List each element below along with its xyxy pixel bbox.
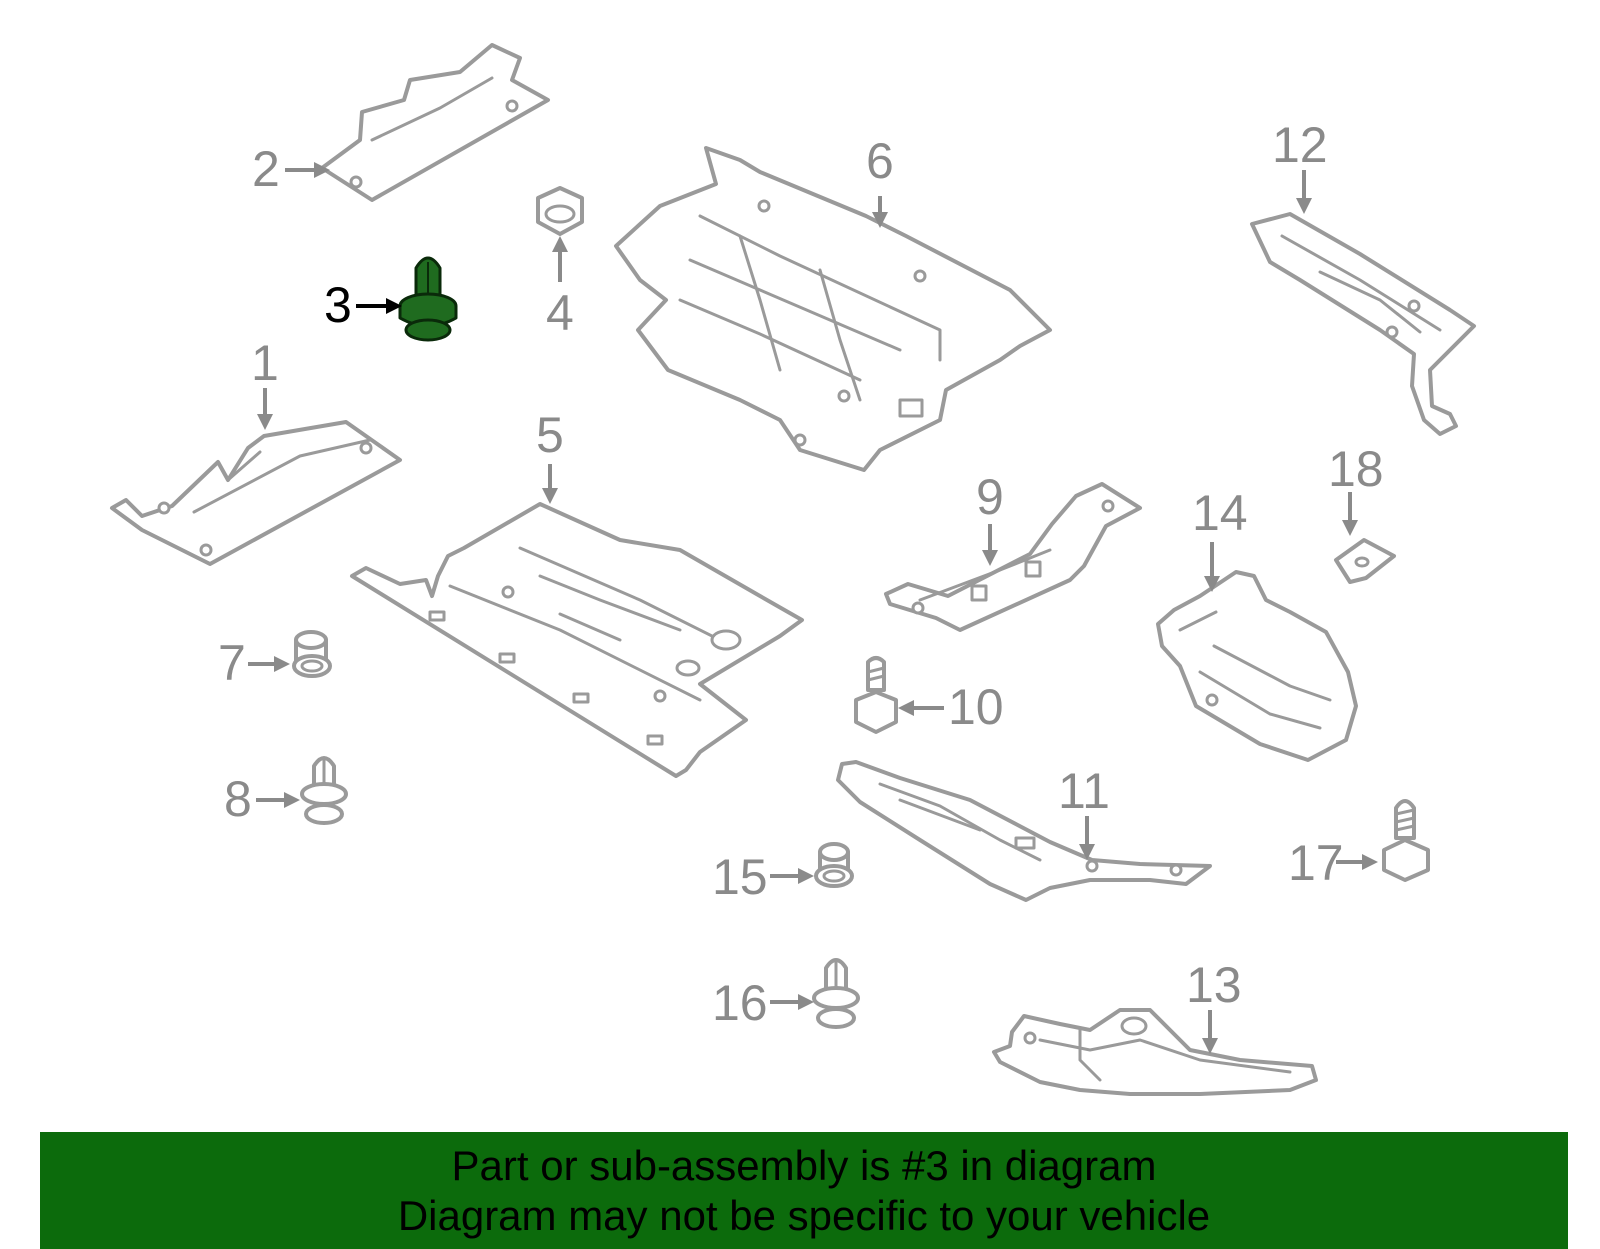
svg-text:8: 8 [224, 771, 252, 827]
callout-4: 4 [546, 236, 574, 341]
callout-13: 13 [1186, 957, 1242, 1054]
callout-12: 12 [1272, 117, 1328, 214]
callout-11: 11 [1058, 763, 1110, 860]
part-3-push-clip[interactable] [398, 256, 458, 342]
part-2-shield[interactable] [320, 43, 550, 202]
callout-6: 6 [866, 133, 894, 228]
svg-text:6: 6 [866, 133, 894, 189]
callout-16: 16 [712, 975, 814, 1031]
svg-text:16: 16 [712, 975, 768, 1031]
part-10-bolt[interactable] [854, 656, 898, 734]
callout-5: 5 [536, 407, 564, 504]
svg-text:14: 14 [1192, 485, 1248, 541]
part-14-shield[interactable] [1156, 570, 1358, 762]
callout-9: 9 [976, 469, 1004, 566]
callout-17: 17 [1288, 835, 1378, 891]
svg-text:9: 9 [976, 469, 1004, 525]
part-16-push-clip[interactable] [812, 958, 860, 1029]
svg-text:1: 1 [251, 335, 279, 391]
callout-2: 2 [252, 141, 330, 197]
part-6-rear-shield[interactable] [614, 146, 1052, 472]
part-5-center-shield[interactable] [350, 502, 804, 778]
banner-line-1: Part or sub-assembly is #3 in diagram [451, 1141, 1157, 1189]
callout-3: 3 [324, 277, 402, 333]
part-1-shield[interactable] [110, 420, 402, 566]
part-11-lower-rail[interactable] [836, 760, 1212, 902]
callout-14: 14 [1192, 485, 1248, 592]
svg-text:15: 15 [712, 849, 768, 905]
svg-text:13: 13 [1186, 957, 1242, 1013]
svg-text:18: 18 [1328, 441, 1384, 497]
callout-15: 15 [712, 849, 814, 905]
callout-8: 8 [224, 771, 300, 827]
part-4-nut[interactable] [536, 186, 584, 236]
part-8-push-clip[interactable] [300, 756, 348, 825]
svg-text:7: 7 [218, 635, 246, 691]
svg-text:2: 2 [252, 141, 280, 197]
svg-text:10: 10 [948, 679, 1004, 735]
part-17-screw[interactable] [1382, 799, 1430, 882]
svg-text:11: 11 [1058, 763, 1110, 819]
svg-text:5: 5 [536, 407, 564, 463]
svg-text:17: 17 [1288, 835, 1344, 891]
banner-line-2: Diagram may not be specific to your vehi… [397, 1191, 1211, 1239]
part-12-side-rail[interactable] [1250, 212, 1476, 436]
svg-text:4: 4 [546, 285, 574, 341]
callout-10: 10 [898, 679, 1004, 735]
part-15-cap-nut[interactable] [814, 842, 854, 888]
part-9-bracket[interactable] [884, 482, 1142, 632]
callout-18: 18 [1328, 441, 1384, 536]
callout-7: 7 [218, 635, 290, 691]
part-18-bracket[interactable] [1334, 538, 1396, 584]
part-13-crossmember[interactable] [992, 1008, 1318, 1096]
callout-1: 1 [251, 335, 279, 430]
svg-text:12: 12 [1272, 117, 1328, 173]
svg-text:3: 3 [324, 277, 352, 333]
info-banner: Part or sub-assembly is #3 in diagram Di… [40, 1132, 1568, 1249]
part-7-cap-nut[interactable] [292, 630, 332, 678]
